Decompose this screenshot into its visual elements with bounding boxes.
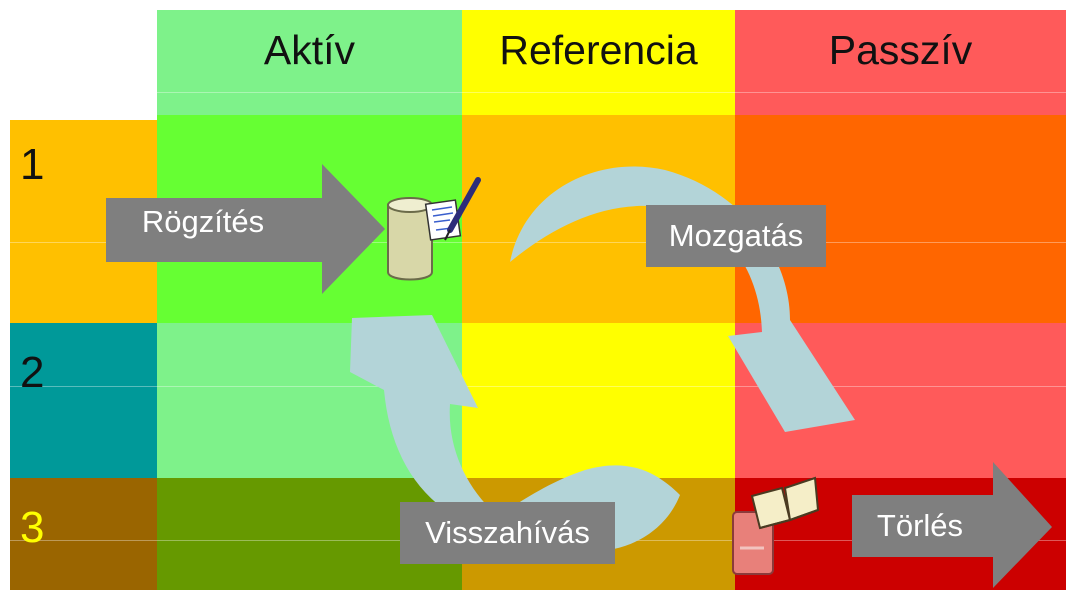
header-active-label: Aktív: [263, 26, 356, 73]
row3-label-cell: [10, 478, 157, 590]
row3-number: 3: [20, 503, 45, 552]
grid-line: [157, 92, 1066, 93]
header-reference-cell: [462, 10, 735, 115]
row2-reference-cell: [462, 323, 735, 478]
record-label: Rögzítés: [141, 204, 265, 239]
row2-number: 2: [20, 348, 45, 397]
move-label: Mozgatás: [646, 205, 826, 267]
row2-label-cell: [10, 323, 157, 478]
delete-label: Törlés: [876, 508, 964, 543]
document-icon: [387, 177, 481, 281]
header-active-cell: [157, 10, 462, 115]
move-arrow: [510, 166, 855, 432]
recall-arrow: [350, 315, 680, 552]
recall-label: Visszahívás: [400, 502, 615, 564]
row1-number: 1: [20, 140, 45, 189]
delete-arrow: [852, 462, 1052, 588]
header-passive-cell: [735, 10, 1066, 115]
record-arrow: [106, 164, 385, 294]
grid-line: [10, 386, 1066, 387]
grid-line: [10, 242, 1066, 243]
header-reference-label: Referencia: [499, 26, 698, 73]
header-passive-label: Passzív: [828, 26, 973, 73]
book-icon: [732, 476, 820, 575]
